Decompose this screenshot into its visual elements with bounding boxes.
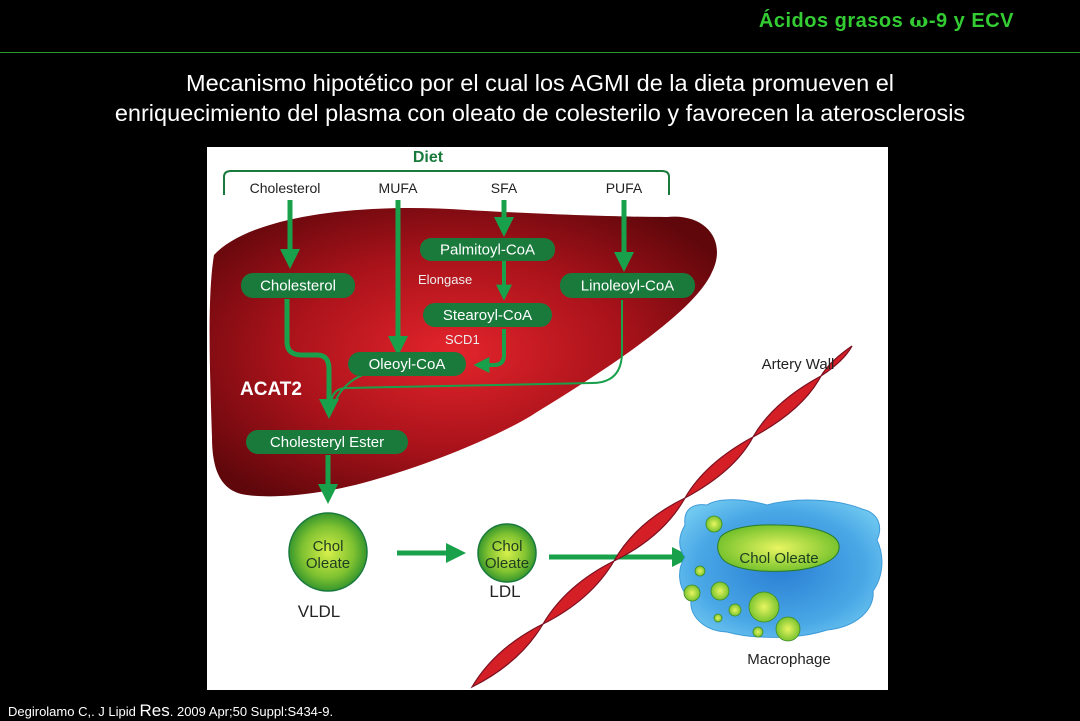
diet-label: Diet	[413, 149, 444, 166]
enzyme-elongase: Elongase	[418, 272, 472, 287]
ldl-line-2: Oleate	[485, 555, 529, 572]
vldl-line-1: Chol	[313, 538, 344, 555]
node-stearoyl-coa-label: Stearoyl-CoA	[443, 307, 532, 324]
citation: Degirolamo C,. J Lipid Res. 2009 Apr;50 …	[8, 701, 333, 721]
node-palmitoyl-coa	[420, 238, 555, 261]
slide-title-suffix: -9 y ECV	[928, 10, 1014, 32]
node-linoleoyl-coa-label: Linoleoyl-CoA	[581, 278, 674, 295]
node-cholesteryl-ester	[246, 430, 408, 454]
node-oleoyl-coa	[348, 352, 466, 376]
vldl-particle	[288, 512, 368, 592]
slide-title: Ácidos grasos ω-9 y ECV	[759, 8, 1014, 33]
slide-title-prefix: Ácidos grasos	[758, 10, 910, 32]
ldl-label: LDL	[489, 582, 520, 601]
title-divider	[0, 52, 1080, 53]
node-cholesterol-label: Cholesterol	[260, 278, 336, 295]
artery-wall-label: Artery Wall	[762, 356, 835, 373]
node-linoleoyl-coa	[560, 273, 695, 298]
ldl-particle	[477, 523, 537, 583]
enzyme-acat2: ACAT2	[240, 379, 302, 400]
node-stearoyl-coa	[423, 303, 552, 327]
citation-part-1: Degirolamo C,. J Lipid	[8, 704, 140, 719]
macrophage-label: Macrophage	[747, 651, 830, 668]
node-oleoyl-coa-label: Oleoyl-CoA	[369, 356, 446, 373]
diet-item-sfa: SFA	[491, 180, 518, 196]
slide-heading: Mecanismo hipotético por el cual los AGM…	[0, 68, 1080, 128]
arrow-stearoyl-oleoyl	[473, 329, 506, 373]
slide-heading-line-2: enriquecimiento del plasma con oleato de…	[114, 100, 966, 126]
enzyme-scd1: SCD1	[445, 332, 480, 347]
omega-symbol: ω	[909, 8, 929, 32]
citation-part-3: . 2009 Apr;50 Suppl:S434-9.	[169, 704, 334, 719]
artery-wall	[470, 345, 853, 689]
citation-part-2: Res	[139, 701, 170, 720]
slide-heading-line-1: Mecanismo hipotético por el cual los AGM…	[186, 70, 894, 96]
node-palmitoyl-coa-label: Palmitoyl-CoA	[440, 242, 535, 259]
diet-item-pufa: PUFA	[606, 180, 643, 196]
mechanism-diagram: Diet Cholesterol MUFA SFA PUFA Cholester…	[209, 149, 883, 689]
diet-bracket	[223, 170, 670, 195]
arrow-cholesterol-ester	[284, 299, 339, 420]
macrophage-lipid-droplet	[717, 524, 840, 572]
vldl-line-2: Oleate	[306, 555, 350, 572]
macrophage-inner-label: Chol Oleate	[739, 550, 818, 567]
vldl-label: VLDL	[298, 602, 341, 621]
macrophage-droplets	[683, 515, 801, 642]
diet-item-mufa: MUFA	[379, 180, 419, 196]
diet-item-cholesterol: Cholesterol	[250, 180, 321, 196]
ldl-line-1: Chol	[492, 538, 523, 555]
node-cholesterol	[241, 273, 355, 298]
mechanism-figure: Diet Cholesterol MUFA SFA PUFA Cholester…	[207, 147, 888, 690]
line-linoleoyl-ester	[330, 300, 623, 403]
node-cholesteryl-ester-label: Cholesteryl Ester	[270, 434, 384, 451]
